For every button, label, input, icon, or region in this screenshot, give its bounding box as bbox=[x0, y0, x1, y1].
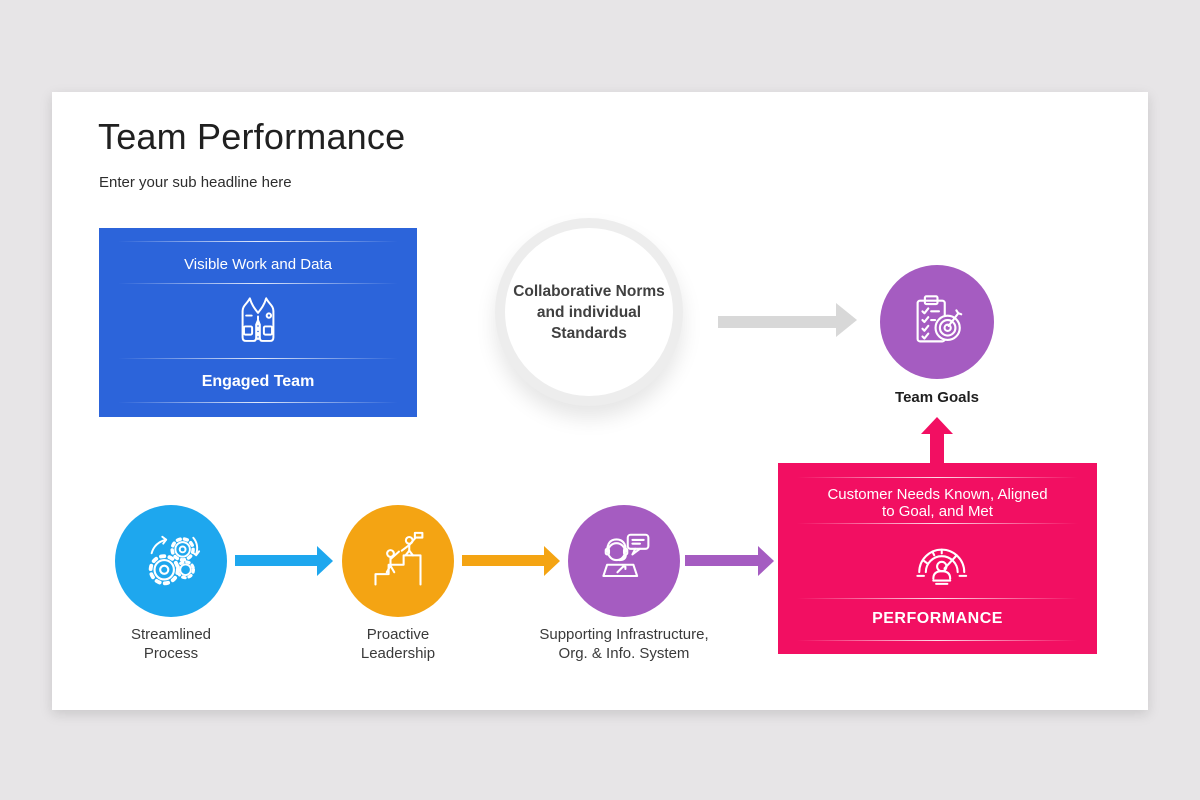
arrow-infrastructure-to-performance bbox=[685, 555, 758, 566]
arrow-performance-to-goals-head bbox=[921, 417, 953, 434]
performance-box: Customer Needs Known, Aligned to Goal, a… bbox=[778, 463, 1097, 654]
arrow-leadership-to-infrastructure bbox=[462, 555, 544, 566]
divider bbox=[118, 283, 398, 284]
divider bbox=[118, 241, 398, 242]
slide-subtitle: Enter your sub headline here bbox=[99, 174, 292, 191]
arrow-process-to-leadership-head bbox=[317, 546, 333, 576]
speedometer-icon bbox=[908, 529, 968, 589]
slide: Team Performance Enter your sub headline… bbox=[52, 92, 1148, 710]
leadership-icon bbox=[368, 531, 428, 591]
supporting-infrastructure-label: Supporting Infrastructure, Org. & Info. … bbox=[539, 626, 709, 662]
arrow-norms-to-goals-head bbox=[836, 303, 857, 337]
engaged-team-box: Visible Work and Data Engaged Team bbox=[99, 228, 417, 417]
slide-title: Team Performance bbox=[98, 116, 406, 157]
proactive-leadership-label: Proactive Leadership bbox=[360, 626, 436, 662]
proactive-leadership-circle bbox=[342, 505, 454, 617]
arrow-leadership-to-infrastructure-head bbox=[544, 546, 560, 576]
clipboard-target-icon bbox=[906, 291, 968, 353]
arrow-infrastructure-to-performance-head bbox=[758, 546, 774, 576]
collaborative-norms-text: Collaborative Norms and individual Stand… bbox=[513, 282, 665, 342]
team-goals-label: Team Goals bbox=[895, 389, 979, 406]
gears-icon bbox=[140, 530, 202, 592]
streamlined-process-circle bbox=[115, 505, 227, 617]
divider bbox=[118, 402, 398, 403]
vest-icon bbox=[229, 292, 287, 350]
supporting-infrastructure-circle bbox=[568, 505, 680, 617]
collaborative-norms-circle: Collaborative Norms and individual Stand… bbox=[495, 218, 683, 406]
arrow-process-to-leadership bbox=[235, 555, 317, 566]
divider bbox=[797, 598, 1078, 599]
performance-label: PERFORMANCE bbox=[872, 610, 1003, 627]
divider bbox=[797, 477, 1078, 478]
team-goals-circle bbox=[880, 265, 994, 379]
divider bbox=[797, 523, 1078, 524]
customer-needs-label: Customer Needs Known, Aligned to Goal, a… bbox=[827, 486, 1048, 520]
support-headset-icon bbox=[594, 531, 654, 591]
divider bbox=[797, 640, 1078, 641]
arrow-norms-to-goals bbox=[718, 316, 836, 328]
engaged-team-label: Engaged Team bbox=[201, 373, 315, 390]
divider bbox=[118, 358, 398, 359]
streamlined-process-label: Streamlined Process bbox=[130, 626, 212, 662]
visible-work-label: Visible Work and Data bbox=[184, 256, 332, 273]
arrow-performance-to-goals bbox=[930, 433, 944, 463]
